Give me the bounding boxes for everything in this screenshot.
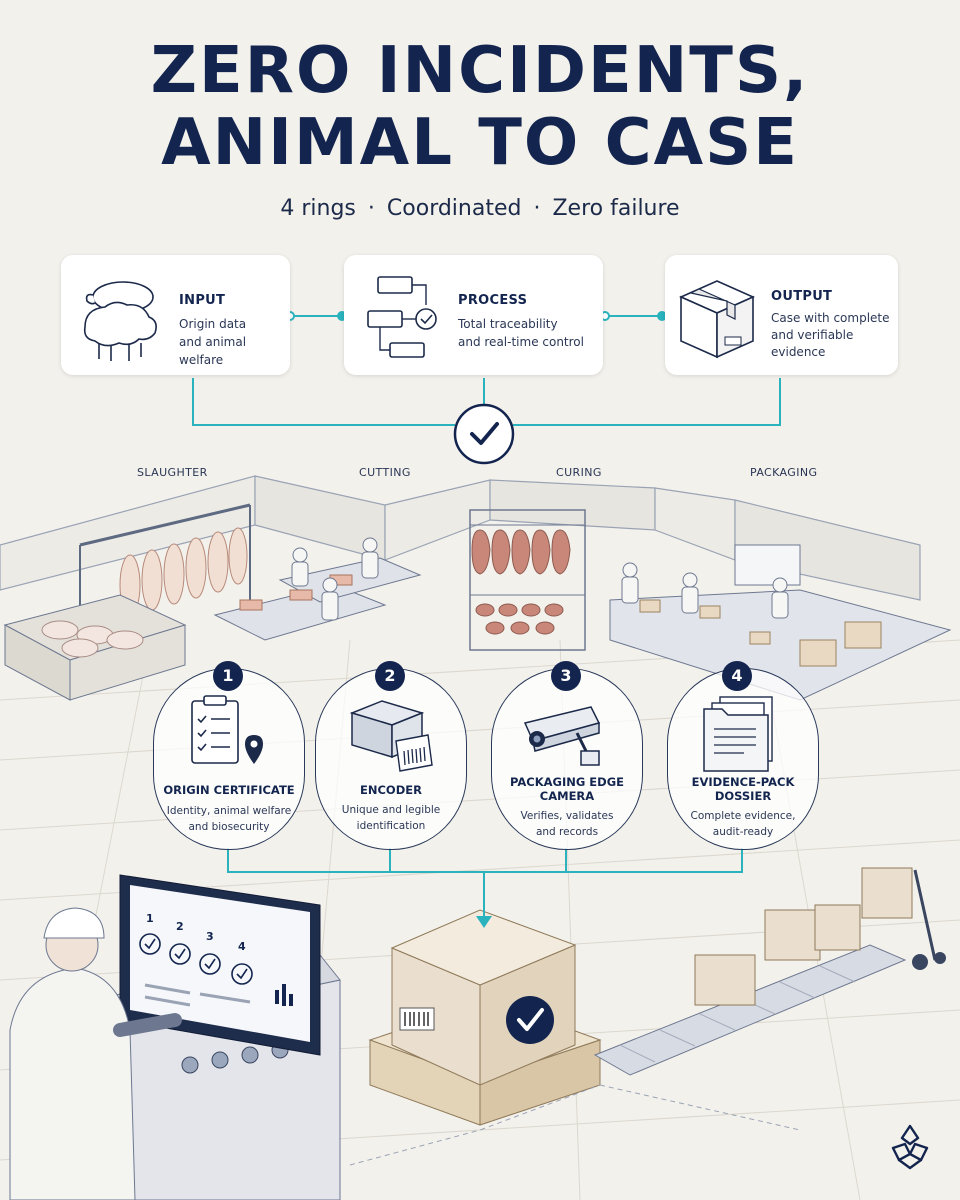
ring-desc-2: audit-ready — [712, 826, 774, 838]
flow-card-output: OUTPUT Case with complete and verifiable… — [665, 255, 898, 375]
ring-title-line-1: EVIDENCE-PACK — [691, 775, 795, 789]
ring-number-badge: 2 — [375, 661, 405, 691]
ring-title-line-2: CAMERA — [539, 789, 595, 803]
stage-label-cutting: CUTTING — [359, 466, 411, 479]
ring-desc-1: Complete evidence, — [690, 810, 796, 822]
flow-connectors — [192, 315, 781, 918]
traced-case — [368, 909, 602, 1126]
slaughter-area — [3, 503, 251, 701]
ring-desc-2: and biosecurity — [188, 821, 270, 833]
pig-sheep-icon — [83, 281, 157, 361]
clipboard-location-icon — [191, 695, 263, 764]
outbound-conveyor — [593, 867, 946, 1076]
ring-number-badge: 4 — [722, 661, 752, 691]
ring-title: ENCODER — [360, 783, 422, 797]
packaging-area — [609, 544, 952, 701]
ring-desc-1: Unique and legible — [341, 804, 441, 816]
page-title-line-1: ZERO INCIDENTS, — [150, 34, 810, 108]
subtitle-separator: · — [367, 196, 375, 221]
label-printer-icon — [349, 700, 433, 772]
flow-card-desc-1: Origin data — [179, 317, 247, 331]
subtitle: 4 rings · Coordinated · Zero failure — [0, 196, 960, 221]
ring-number-badge: 1 — [213, 661, 243, 691]
subtitle-part-3: Zero failure — [552, 196, 680, 221]
flow-card-title: INPUT — [179, 293, 226, 308]
ring-title-line-2: DOSSIER — [714, 789, 772, 803]
flow-card-process: PROCESS Total traceability and real-time… — [344, 255, 603, 375]
stage-label-curing: CURING — [556, 466, 602, 479]
flow-card-desc-1: Case with complete — [771, 311, 890, 325]
subtitle-separator: · — [533, 196, 541, 221]
flowchart-icon — [367, 276, 437, 358]
subtitle-part-1: 4 rings — [280, 196, 356, 221]
flow-card-desc-2: and verifiable — [771, 328, 854, 342]
box-icon — [679, 280, 755, 359]
stage-label-slaughter: SLAUGHTER — [137, 466, 208, 479]
folder-documents-icon — [703, 696, 773, 772]
flow-card-title: PROCESS — [458, 293, 528, 308]
flow-card-desc-1: Total traceability — [458, 317, 558, 331]
flow-card-title: OUTPUT — [771, 289, 833, 304]
page-title-line-2: ANIMAL TO CASE — [161, 106, 799, 180]
ring-encoder: ENCODER Unique and legible identificatio… — [315, 668, 467, 850]
brand-logo-icon — [891, 1124, 929, 1170]
flow-card-desc-2: and animal welfare — [179, 335, 247, 367]
ring-desc-1: Verifies, validates — [520, 810, 614, 822]
cutting-area — [213, 537, 422, 641]
ring-evidence-pack-dossier: EVIDENCE-PACK DOSSIER Complete evidence,… — [667, 668, 819, 850]
subtitle-part-2: Coordinated — [386, 196, 522, 221]
ring-number-badge: 3 — [551, 661, 581, 691]
ring-packaging-edge-camera: PACKAGING EDGE CAMERA Verifies, validate… — [491, 668, 643, 850]
ring-desc-1: Identity, animal welfare — [166, 805, 292, 817]
ring-title-line-1: PACKAGING EDGE — [509, 775, 624, 789]
ring-desc-2: identification — [356, 820, 426, 832]
ring-desc-2: and records — [535, 826, 599, 838]
ring-title: ORIGIN CERTIFICATE — [163, 783, 295, 797]
stage-label-packaging: PACKAGING — [750, 466, 818, 479]
flow-card-desc-3: evidence — [771, 345, 826, 359]
flow-card-input: INPUT Origin data and animal welfare — [61, 255, 290, 375]
control-station — [9, 874, 341, 1200]
ring-origin-certificate: ORIGIN CERTIFICATE Identity, animal welf… — [153, 668, 305, 850]
curing-area — [469, 509, 586, 651]
camera-icon — [523, 706, 601, 766]
flow-card-desc-2: and real-time control — [458, 335, 584, 349]
check-circle-icon — [453, 403, 515, 465]
